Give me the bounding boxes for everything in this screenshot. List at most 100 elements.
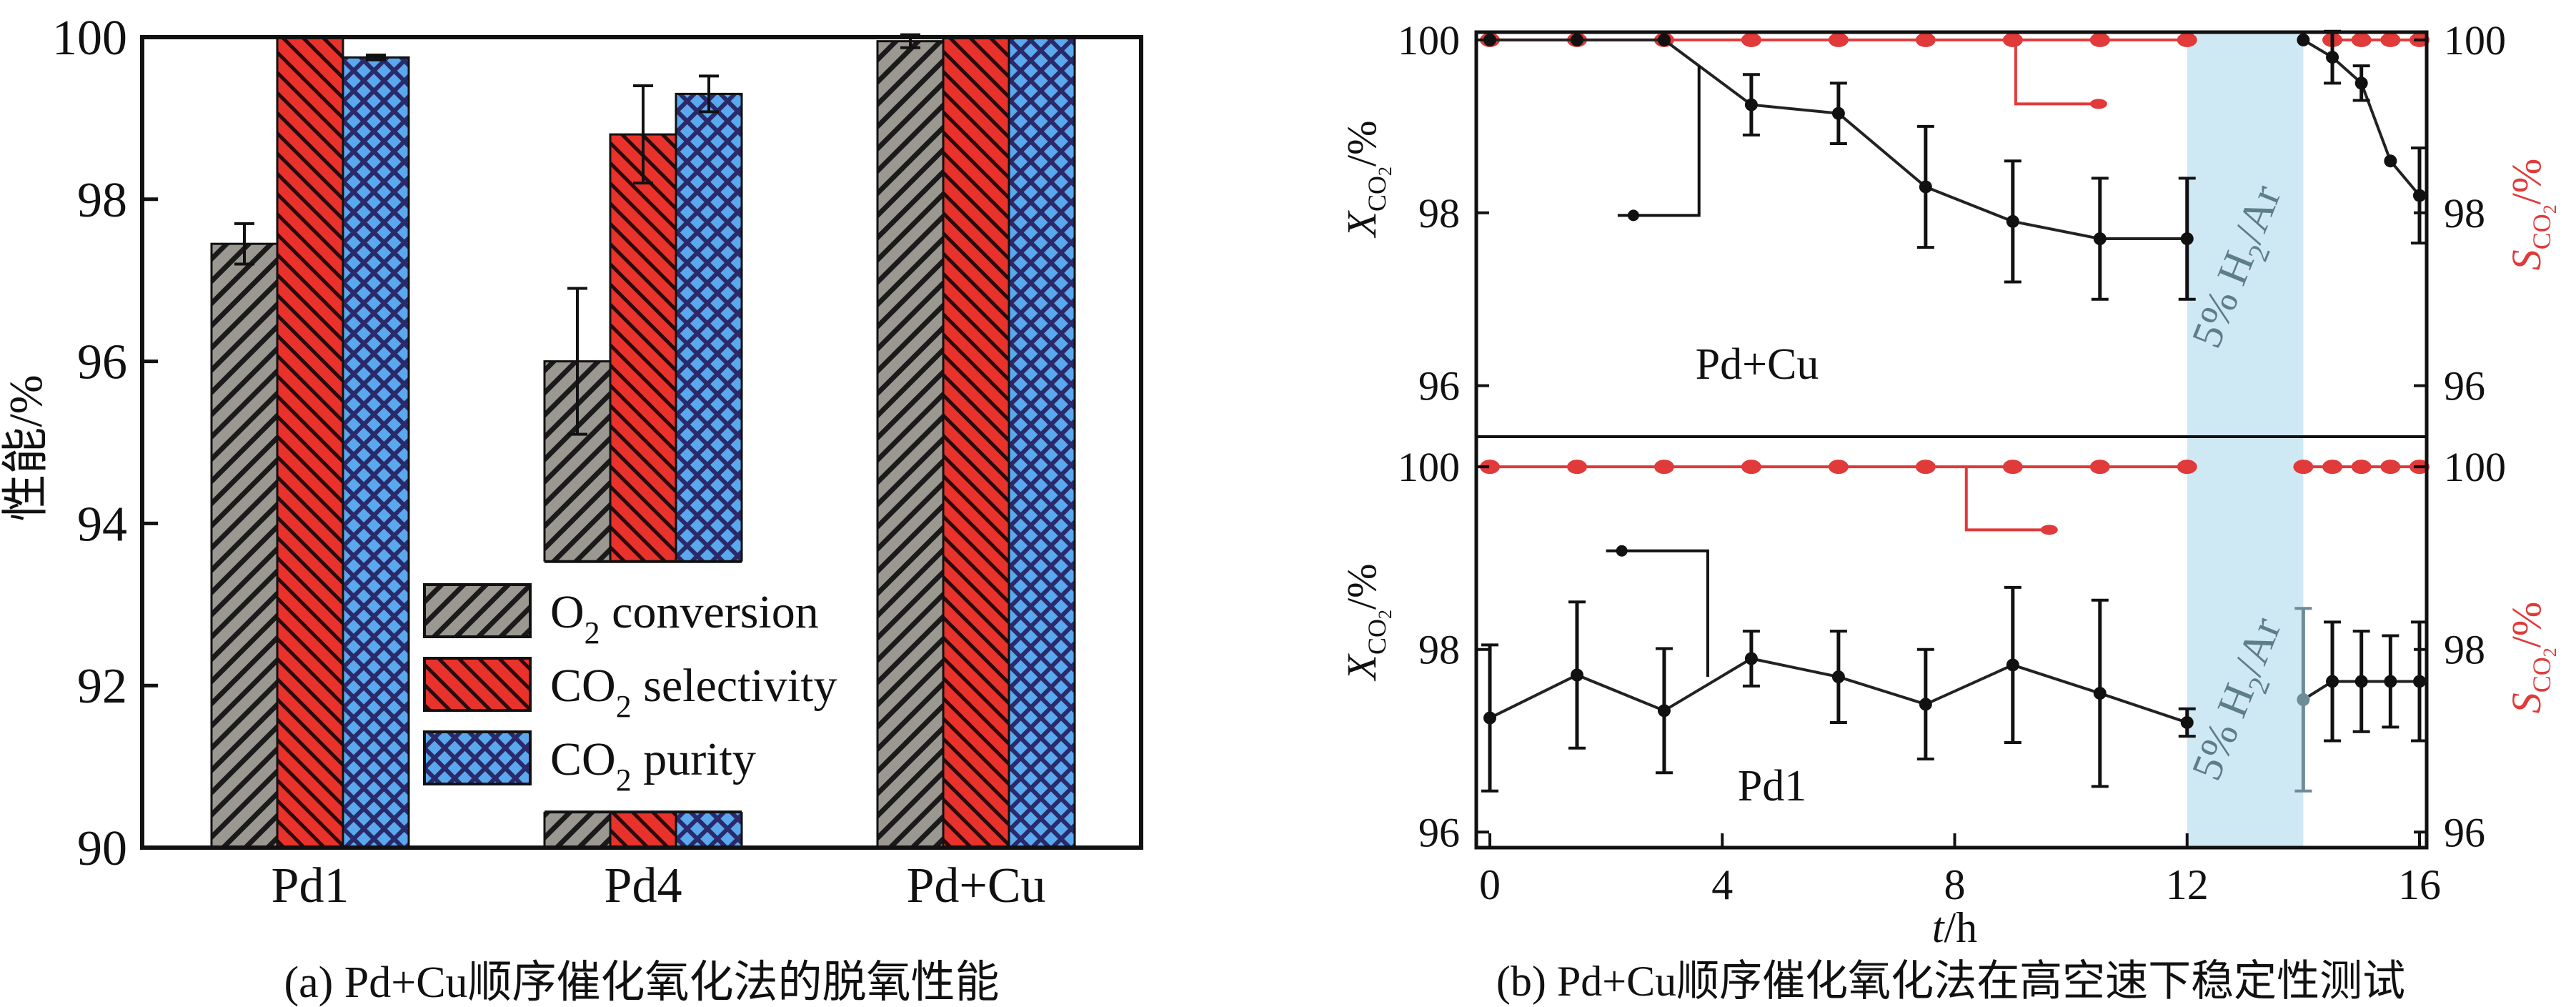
- selectivity-point: [1828, 32, 1849, 47]
- conversion-point: [2384, 154, 2397, 168]
- selectivity-point: [1480, 460, 1500, 475]
- right-y-tick-label: 96: [2444, 363, 2485, 410]
- selectivity-point: [2002, 460, 2023, 475]
- conversion-point: [1919, 698, 1932, 711]
- y-tick-label: 100: [52, 11, 127, 66]
- left-y-tick-label: 100: [1398, 444, 1460, 490]
- bar: [276, 36, 344, 849]
- y-tick-label: 92: [77, 659, 127, 714]
- ylabel-sub: CO: [1363, 176, 1391, 212]
- legend-label: CO2 purity: [550, 733, 756, 798]
- left-y-tick-label: 98: [1418, 190, 1460, 237]
- left-y-axis-label: XCO2/%: [1338, 564, 1396, 682]
- legend-label-main: CO: [550, 660, 616, 712]
- legend-label: O2 conversion: [550, 586, 819, 650]
- conversion-point: [2297, 33, 2310, 46]
- x-tick-label: 16: [2398, 861, 2441, 908]
- right-axis-arrow-head: [2089, 99, 2107, 109]
- left-axis-arrow: [1606, 549, 1709, 678]
- legend-label-rest: conversion: [600, 586, 819, 638]
- left-axis-arrow-head: [1627, 209, 1639, 222]
- conversion-point: [1570, 668, 1583, 682]
- legend-item: CO2 purity: [423, 730, 756, 798]
- legend-label-rest: purity: [632, 733, 756, 785]
- category-label: Pd1: [272, 858, 349, 913]
- plot-frame: [140, 35, 1143, 850]
- selectivity-point: [2089, 460, 2110, 475]
- conversion-point: [2413, 189, 2426, 202]
- conversion-point: [2326, 51, 2339, 64]
- left-y-tick-label: 96: [1418, 363, 1460, 410]
- conversion-point: [1483, 711, 1496, 725]
- right-axis-arrow: [1964, 467, 2057, 532]
- right-y-tick-label: 100: [2444, 17, 2506, 64]
- x-tick-label: 8: [1944, 861, 1966, 908]
- legend-label-subscript: 2: [585, 615, 600, 650]
- legend-swatch: [423, 583, 532, 638]
- ylabel-unit: /%: [2503, 159, 2550, 204]
- conversion-point: [1744, 652, 1758, 665]
- legend-label-subscript: 2: [616, 689, 632, 724]
- conversion-point: [1657, 704, 1671, 718]
- legend-swatch: [423, 657, 532, 712]
- conversion-point: [1657, 33, 1671, 46]
- conversion-point: [1831, 670, 1845, 684]
- legend-swatch: [423, 730, 532, 785]
- legend-item: O2 conversion: [423, 583, 819, 650]
- y-tick-label: 96: [77, 335, 127, 390]
- bar: [876, 40, 945, 849]
- conversion-line: [2302, 39, 2421, 197]
- ylabel-var: X: [1338, 653, 1385, 681]
- left-axis-arrow: [1617, 66, 1701, 217]
- selectivity-point: [2351, 460, 2372, 475]
- x-tick-label: 4: [1711, 861, 1733, 908]
- ylabel-var: X: [1338, 209, 1385, 238]
- selectivity-point: [2177, 32, 2197, 47]
- conversion-point: [2326, 675, 2339, 688]
- conversion-point: [2297, 693, 2310, 706]
- plot-frame: [1474, 30, 2429, 850]
- selectivity-point: [2322, 460, 2343, 475]
- right-y-axis-label: SCO2/%: [2503, 159, 2560, 270]
- selectivity-point: [1828, 460, 1849, 475]
- selectivity-point: [1653, 460, 1674, 475]
- legend-label-main: CO: [550, 733, 616, 785]
- category-label: Pd4: [605, 858, 682, 913]
- y-tick-label: 98: [77, 173, 127, 228]
- bar: [942, 36, 1010, 849]
- right-y-tick-label: 98: [2444, 627, 2485, 673]
- bar: [342, 56, 410, 849]
- left-y-tick-label: 96: [1418, 809, 1460, 855]
- caption-a: (a) Pd+Cu顺序催化氧化法的脱氧性能: [284, 958, 999, 1007]
- x-tick-label: 12: [2166, 861, 2209, 908]
- right-y-tick-label: 100: [2444, 444, 2506, 490]
- left-y-tick-label: 100: [1398, 17, 1460, 64]
- selectivity-point: [2002, 32, 2023, 47]
- legend-label: CO2 selectivity: [550, 660, 837, 724]
- ylabel-sub: CO: [2527, 657, 2556, 693]
- selectivity-point: [1741, 460, 1761, 475]
- conversion-point: [2180, 715, 2194, 729]
- conversion-point: [1570, 33, 1583, 46]
- y-tick-label: 90: [77, 821, 127, 876]
- bar: [1008, 36, 1076, 849]
- conversion-point: [2413, 675, 2426, 688]
- ylabel-subsub: 2: [2540, 648, 2560, 657]
- panel-label: Pd+Cu: [1696, 340, 1819, 389]
- selectivity-point: [2177, 460, 2197, 475]
- ylabel-unit: /%: [2503, 602, 2550, 648]
- ylabel-subsub: 2: [2540, 204, 2560, 214]
- ylabel-sub: CO: [1363, 619, 1391, 655]
- conversion-point: [2354, 76, 2368, 90]
- x-axis-label: t/h: [1932, 904, 1977, 951]
- right-y-tick-label: 96: [2444, 809, 2485, 855]
- selectivity-point: [2351, 32, 2372, 47]
- selectivity-point: [1915, 32, 1936, 47]
- conversion-point: [1919, 180, 1932, 194]
